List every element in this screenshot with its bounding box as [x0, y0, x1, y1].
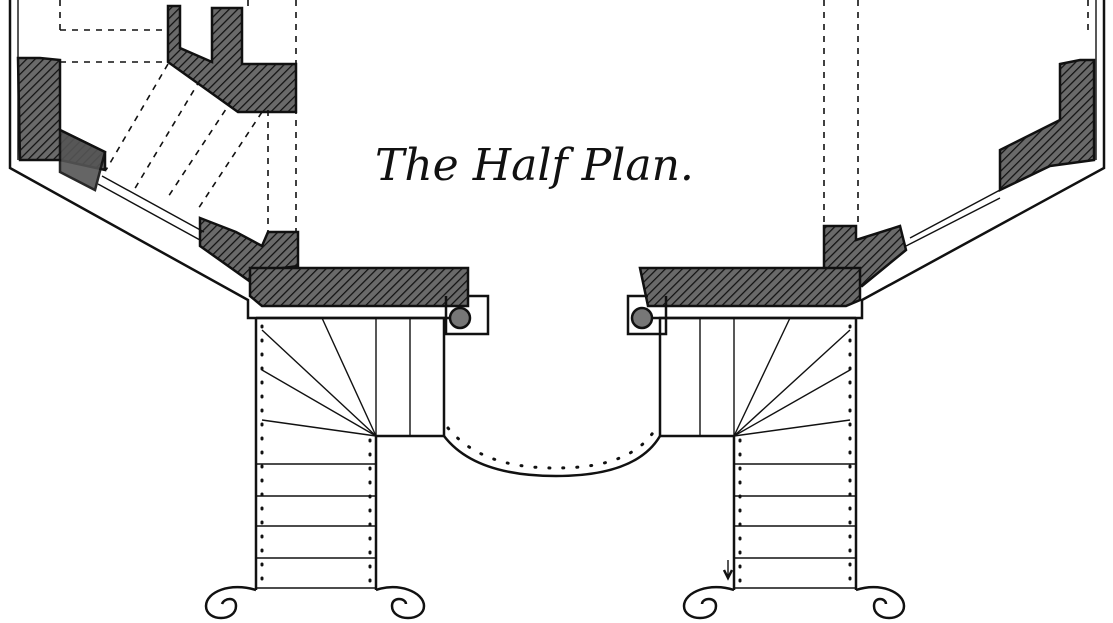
left-staircase	[204, 316, 446, 620]
right-drain	[626, 294, 668, 336]
curved-landing	[443, 426, 662, 478]
left-wall-section	[16, 4, 470, 308]
dashed-lines	[59, 0, 1089, 232]
right-staircase	[658, 316, 906, 620]
diagonal-windows	[97, 175, 1001, 247]
left-drain	[444, 294, 490, 336]
right-wall-section	[638, 58, 1096, 308]
plan-title: The Half Plan.	[375, 140, 694, 191]
